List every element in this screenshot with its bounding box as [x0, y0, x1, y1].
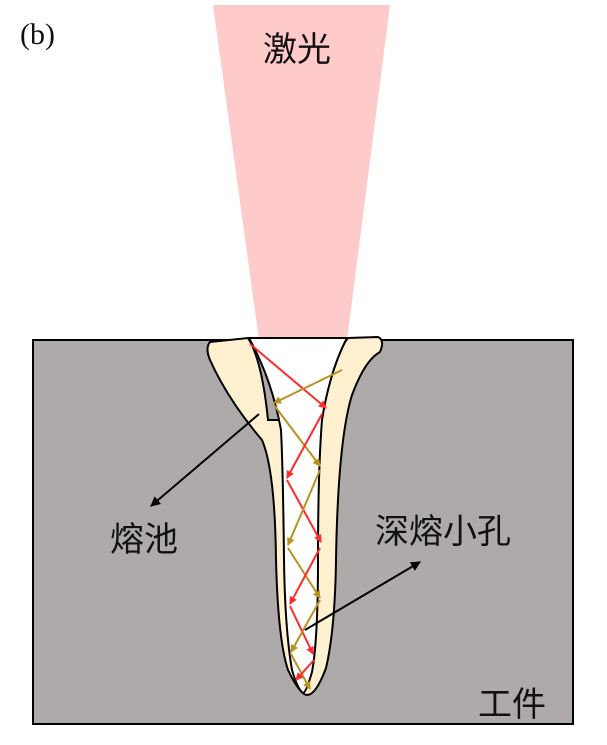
molten-pool-pointer [150, 413, 260, 507]
reflected-rays [249, 343, 343, 690]
laser-label: 激光 [263, 30, 331, 70]
panel-label: (b) [20, 18, 55, 51]
laser-beam [213, 5, 390, 340]
keyhole-label: 深熔小孔 [375, 512, 511, 552]
workpiece-label: 工件 [478, 685, 546, 725]
keyhole-pointer [304, 561, 421, 631]
molten-pool-label: 熔池 [110, 520, 178, 560]
keyhole [247, 337, 349, 695]
